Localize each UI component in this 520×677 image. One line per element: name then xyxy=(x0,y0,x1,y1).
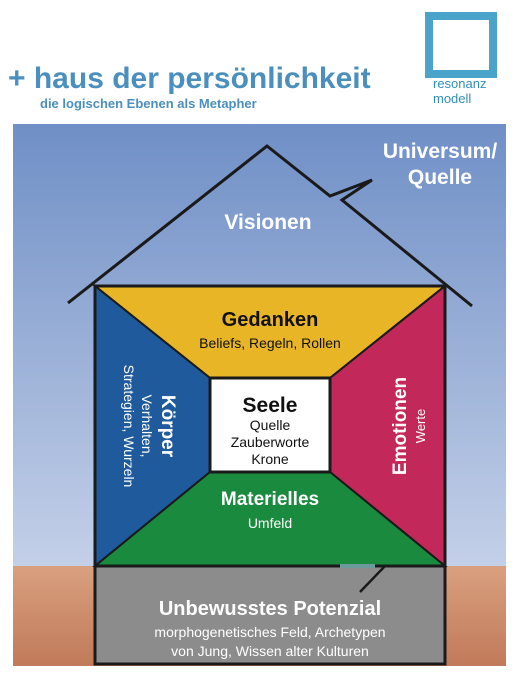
universum-label-1: Universum/ xyxy=(383,140,498,163)
basement-title: Unbewusstes Potenzial xyxy=(159,598,381,620)
koerper-title: Körper xyxy=(157,395,178,458)
logo-line-2: modell xyxy=(433,91,472,106)
gedanken-title: Gedanken xyxy=(222,309,319,331)
materielles-title: Materielles xyxy=(221,489,319,510)
roof-outline xyxy=(67,144,473,308)
visionen-label: Visionen xyxy=(224,211,311,234)
koerper-subtitle-2: Strategien, Wurzeln xyxy=(121,365,137,488)
page-subtitle: die logischen Ebenen als Metapher xyxy=(40,96,257,111)
koerper-sub1-group: Verhalten, xyxy=(139,394,155,457)
emotionen-subtitle: Werte xyxy=(413,409,428,443)
materielles-subtitle: Umfeld xyxy=(248,515,292,531)
seele-line-3: Krone xyxy=(251,451,289,467)
seele-line-2: Zauberworte xyxy=(231,434,310,450)
basement-line-2: von Jung, Wissen alter Kulturen xyxy=(171,643,369,659)
emotionen-sub-group: Werte xyxy=(413,409,428,443)
basement xyxy=(93,564,447,666)
koerper-label-group: Körper xyxy=(157,395,178,458)
logo-line-1: resonanz xyxy=(433,76,487,91)
seele-title: Seele xyxy=(243,394,298,417)
emotionen-title: Emotionen xyxy=(390,377,411,475)
basement-crack xyxy=(359,565,386,593)
gedanken-subtitle: Beliefs, Regeln, Rollen xyxy=(199,335,341,351)
page-title-wrap: + haus der persönlichkeit xyxy=(8,62,371,96)
koerper-sub2-group: Strategien, Wurzeln xyxy=(121,365,137,488)
koerper-subtitle-1: Verhalten, xyxy=(139,394,155,457)
basement-line-1: morphogenetisches Feld, Archetypen xyxy=(154,624,385,640)
room-seele xyxy=(208,376,332,474)
universum-label-2: Quelle xyxy=(408,166,472,189)
logo-box xyxy=(425,12,497,78)
emotionen-label-group: Emotionen xyxy=(390,377,411,475)
logo-text: resonanz modell xyxy=(433,76,486,106)
seele-line-1: Quelle xyxy=(250,417,291,433)
page-title: + haus der persönlichkeit xyxy=(8,62,371,95)
